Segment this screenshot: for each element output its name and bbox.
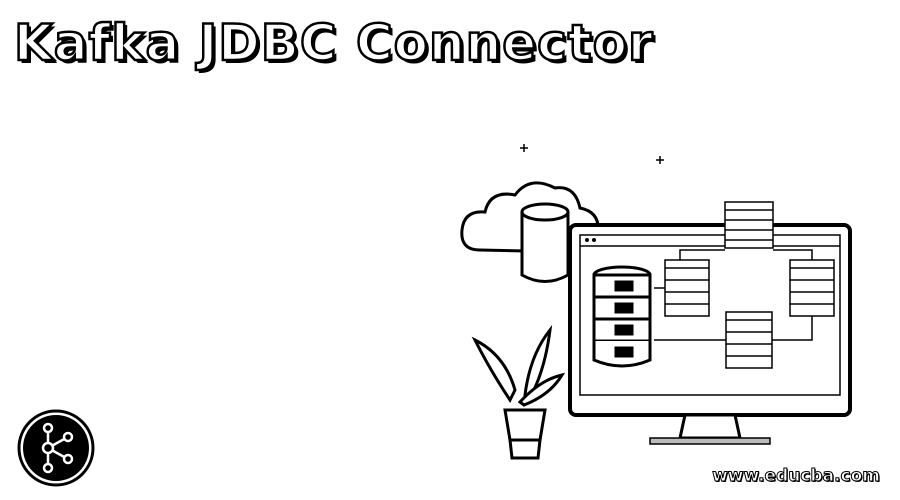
page-title: Kafka JDBC Connector [13,13,654,74]
kafka-logo-icon [17,409,95,487]
data-table-icon [664,201,835,369]
connector-lines [654,249,813,341]
database-connector-illustration [460,144,852,460]
database-server-icon [592,265,652,368]
watermark: www.educba.com [712,466,881,487]
plant-icon [471,324,566,460]
sparkle-icon [520,144,664,164]
storage-cylinder-icon [520,202,570,283]
